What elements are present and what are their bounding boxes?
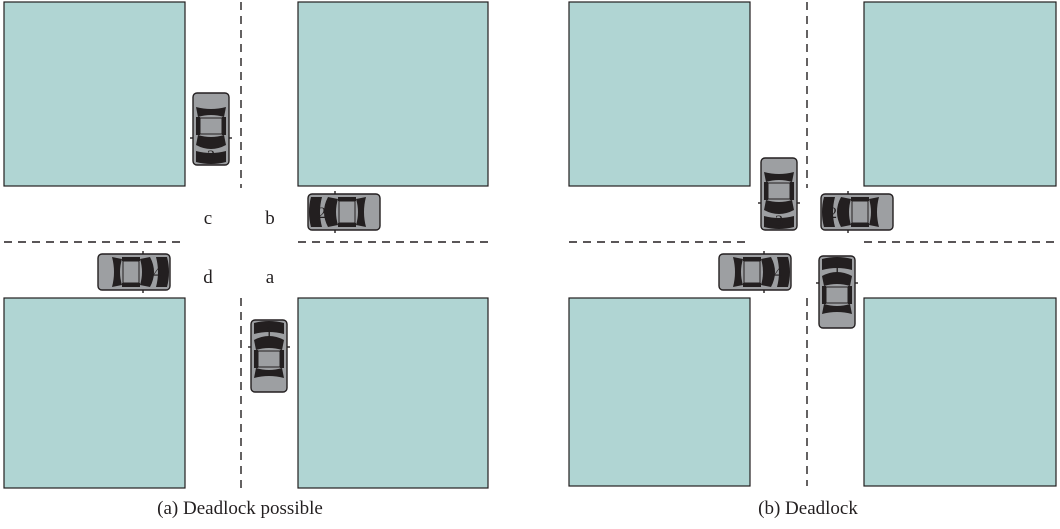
- city-block-b-top-left: [568, 1, 751, 187]
- region-label-c: c: [204, 208, 212, 229]
- car-2-label: 2: [318, 205, 326, 222]
- city-block-b-bottom-right: [863, 297, 1057, 487]
- panel-a: c b d a 3 2 4 1 (a) Deadlock possible: [3, 1, 489, 519]
- car-3-label: 3: [775, 213, 783, 230]
- car-1-label: 1: [833, 260, 841, 277]
- car-4-label: 4: [153, 265, 161, 282]
- city-block-a-top-right: [297, 1, 489, 187]
- region-label-b: b: [265, 208, 275, 229]
- caption-b: (b) Deadlock: [758, 498, 858, 519]
- region-label-a: a: [266, 267, 275, 288]
- region-label-d: d: [203, 267, 213, 288]
- city-block-a-bottom-right: [297, 297, 489, 489]
- city-block-a-bottom-left: [3, 297, 186, 489]
- city-block-a-top-left: [3, 1, 186, 187]
- car-3-label: 3: [207, 148, 215, 165]
- city-block-b-bottom-left: [568, 297, 751, 487]
- car-4-label: 4: [774, 265, 782, 282]
- panel-b: 3 2 4 1 (b) Deadlock: [568, 1, 1057, 519]
- caption-a: (a) Deadlock possible: [157, 498, 323, 519]
- car-2-label: 2: [829, 205, 837, 222]
- city-block-b-top-right: [863, 1, 1057, 187]
- car-1-label: 1: [265, 324, 273, 341]
